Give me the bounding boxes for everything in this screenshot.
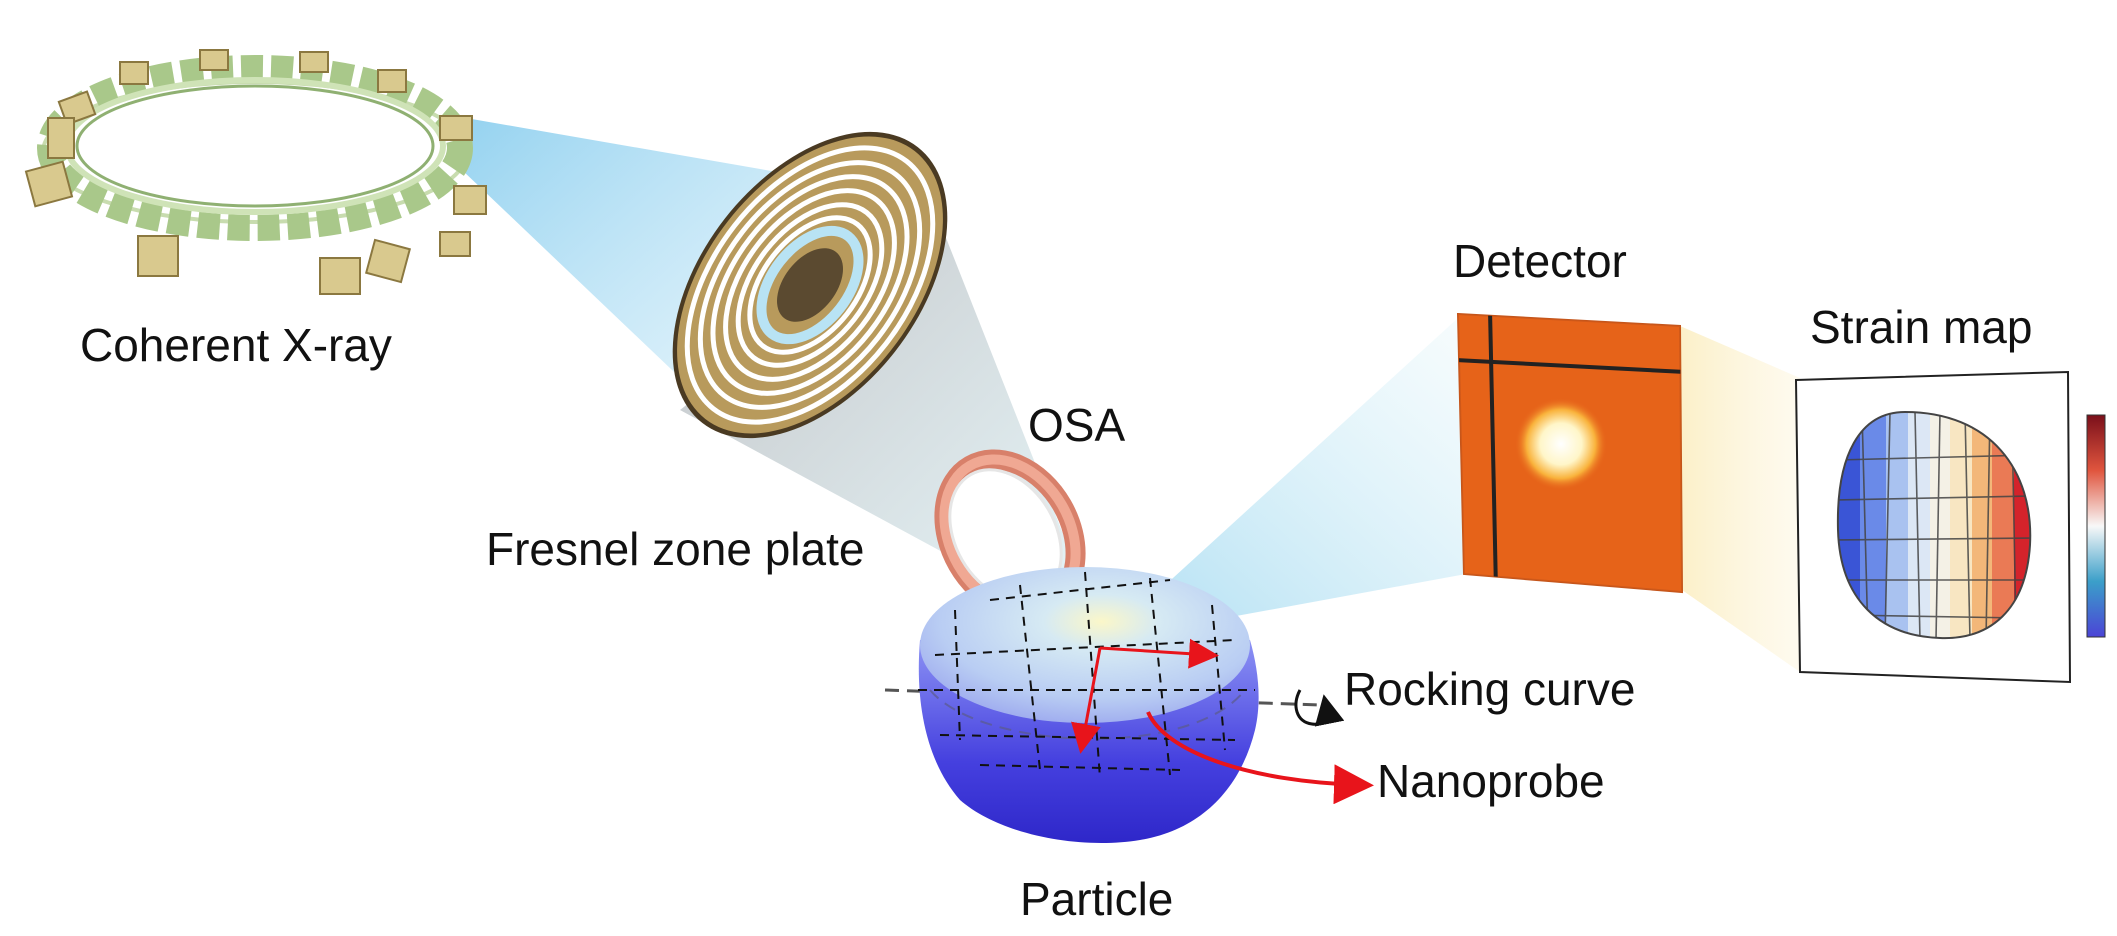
label-nanoprobe: Nanoprobe	[1377, 755, 1605, 807]
strain-colorbar	[2086, 414, 2106, 638]
bending-magnets	[24, 49, 487, 295]
label-rocking-curve: Rocking curve	[1344, 663, 1636, 715]
strain-map	[1794, 370, 2072, 684]
detector	[1456, 312, 1684, 594]
label-fresnel-zone-plate: Fresnel zone plate	[486, 523, 865, 575]
diffracted-beam	[1105, 318, 1466, 640]
label-osa: OSA	[1028, 399, 1126, 451]
projection-beam	[1680, 326, 1800, 672]
label-particle: Particle	[1020, 873, 1174, 925]
label-coherent-xray: Coherent X-ray	[80, 319, 392, 371]
scan-axes	[1071, 638, 1219, 754]
label-strain-map: Strain map	[1810, 301, 2033, 353]
nanoprobe-arrow-icon	[1146, 711, 1374, 805]
fresnel-zone-plate	[672, 131, 948, 439]
label-detector: Detector	[1453, 235, 1627, 287]
rotation-arrow-icon	[1294, 689, 1345, 727]
